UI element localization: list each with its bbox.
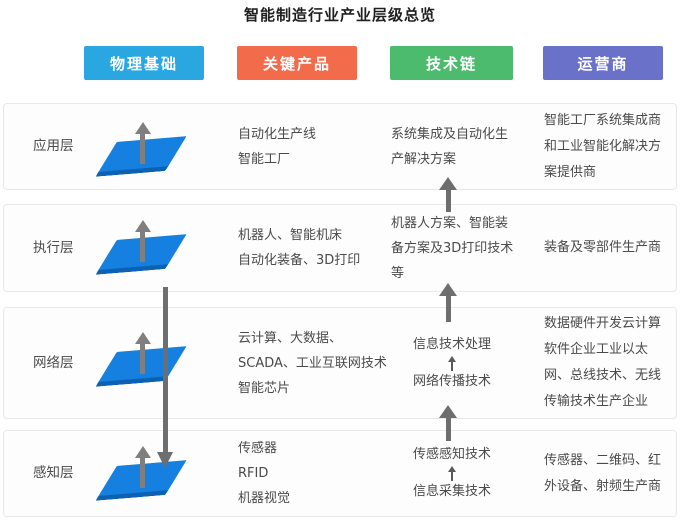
- layer-row-network: 网络层 云计算、大数据、 SCADA、工业互联网技术 智能芯片 信息技术处理 网…: [3, 307, 677, 419]
- column-header-operators: 运营商: [543, 46, 663, 80]
- layer-plate-execution: [95, 220, 190, 278]
- operators-cell: 装备及零部件生产商: [544, 240, 662, 255]
- up-arrow-icon: [95, 122, 190, 164]
- up-arrow-icon: [95, 220, 190, 262]
- products-cell: 机器人、智能机床 自动化装备、3D打印: [238, 228, 361, 268]
- tech-top-label: 传感感知技术: [412, 447, 491, 462]
- up-arrow-icon: [448, 466, 456, 481]
- tech-chain-cell: 系统集成及自动化生 产解决方案: [391, 126, 509, 167]
- tech-bottom-label: 信息采集技术: [412, 484, 491, 499]
- operators-cell: 数据硬件开发云计算 软件企业工业以太 网、总线技术、无线 传输技术生产企业: [544, 316, 662, 409]
- up-arrow-icon: [439, 405, 457, 441]
- column-header-tech-chain: 技术链: [390, 46, 513, 80]
- layer-plate-perception: [95, 446, 190, 504]
- down-arrow-icon: [157, 452, 173, 468]
- layer-label: 应用层: [33, 138, 74, 154]
- operators-cell: 智能工厂系统集成商 和工业智能化解决方 案提供商: [544, 112, 662, 180]
- products-cell: 自动化生产线 智能工厂: [238, 126, 317, 167]
- tech-chain-cell: 传感感知技术 信息采集技术: [384, 431, 520, 516]
- column-header-physical-base: 物理基础: [84, 46, 204, 80]
- layer-label: 网络层: [33, 354, 74, 371]
- tech-top-label: 信息技术处理: [412, 336, 491, 352]
- layer-row-perception: 感知层 传感器 RFID 机器视觉 传感感知技术 信息采集技术 传感器、二维码、…: [3, 430, 677, 517]
- layer-label: 执行层: [33, 239, 74, 256]
- operators-cell: 传感器、二维码、红 外设备、射频生产商: [544, 452, 662, 494]
- up-arrow-icon: [95, 446, 190, 488]
- up-arrow-icon: [439, 283, 457, 322]
- column-header-key-products: 关键产品: [237, 46, 357, 80]
- up-arrow-icon: [95, 332, 190, 374]
- down-arrow-connector: [163, 287, 168, 453]
- up-arrow-icon: [439, 177, 457, 212]
- tech-bottom-label: 网络传播技术: [412, 373, 491, 389]
- layer-label: 感知层: [33, 465, 74, 481]
- up-arrow-icon: [448, 355, 456, 371]
- page-title: 智能制造行业产业层级总览: [243, 6, 436, 24]
- products-cell: 传感器 RFID 机器视觉: [238, 441, 291, 506]
- layer-row-application: 应用层 自动化生产线 智能工厂 系统集成及自动化生 产解决方案 智能工厂系统集成…: [3, 103, 677, 190]
- tech-chain-cell: 机器人方案、智能装 备方案及3D打印技术 等: [391, 215, 514, 281]
- layer-plate-network: [95, 332, 190, 390]
- products-cell: 云计算、大数据、 SCADA、工业互联网技术 智能芯片: [238, 330, 387, 396]
- layer-plate-application: [95, 122, 190, 180]
- tech-chain-cell: 信息技术处理 网络传播技术: [384, 308, 520, 418]
